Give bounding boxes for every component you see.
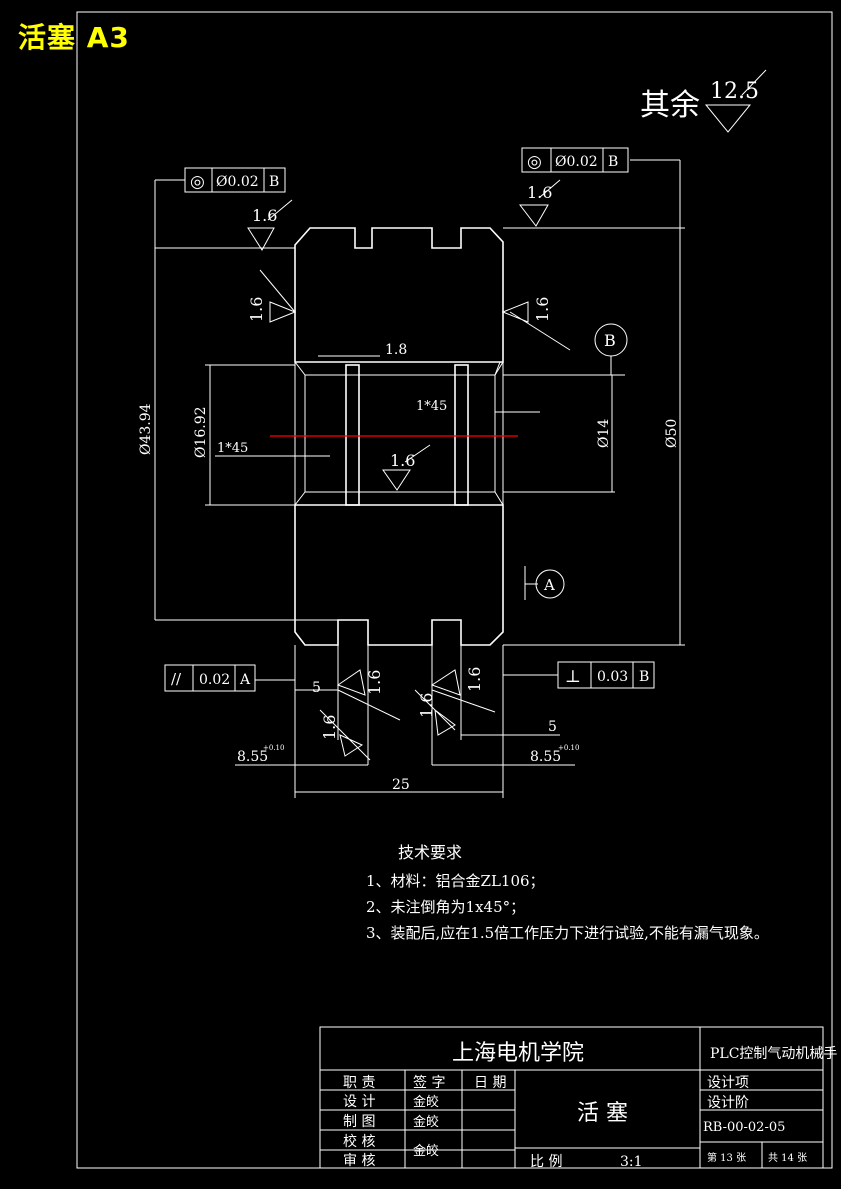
svg-text:1.6: 1.6	[320, 715, 339, 740]
project-name: PLC控制气动机械手	[710, 1046, 837, 1062]
svg-text:金皎: 金皎	[413, 1094, 439, 1110]
svg-text:◎: ◎	[190, 172, 205, 192]
dim-4394: Ø43.94	[138, 403, 154, 455]
datum-b-marker: B	[594, 323, 628, 357]
svg-text:职 责: 职 责	[343, 1075, 375, 1091]
scale-value: 3:1	[620, 1154, 643, 1170]
piston-section	[270, 227, 518, 646]
tech-item-3: 3、装配后,应在1.5倍工作压力下进行试验,不能有漏气现象。	[366, 924, 769, 942]
svg-text:1.6: 1.6	[390, 451, 415, 470]
svg-text:金皎: 金皎	[413, 1143, 439, 1159]
dim-right-5: 5	[548, 719, 557, 735]
svg-text:1.6: 1.6	[417, 693, 436, 718]
svg-text://: //	[171, 670, 182, 688]
dim-groove: 1.8	[385, 342, 407, 358]
svg-text:1.6: 1.6	[247, 297, 266, 322]
technical-requirements: 技术要求 1、材料：铝合金ZL106； 2、未注倒角为1x45°； 3、装配后,…	[366, 843, 769, 942]
tolerance-frame-top-right: ◎ Ø0.02 B	[521, 147, 629, 173]
roughness-labels: 1.6 1.6 1.6 1.6 1.6 1.6 1.6 1.6 1.6	[247, 183, 552, 740]
part-name: 活 塞	[577, 1101, 628, 1126]
svg-text:校 核: 校 核	[343, 1133, 375, 1150]
dim-1692: Ø16.92	[193, 406, 209, 458]
svg-text:1.6: 1.6	[533, 297, 552, 322]
dim-left-855-tol: +0.10	[263, 744, 284, 752]
svg-text:第 13 张: 第 13 张	[707, 1151, 746, 1164]
datum-a-marker: A	[535, 569, 565, 599]
svg-text:A: A	[543, 576, 555, 594]
svg-text:设计阶: 设计阶	[707, 1095, 749, 1111]
dim-total: 25	[392, 777, 410, 793]
dim-right-855-tol: +0.10	[558, 744, 579, 752]
svg-text:设 计: 设 计	[343, 1094, 375, 1110]
dimension-labels: Ø43.94 Ø16.92 Ø14 Ø50 1.8 1*45 1*45 5 5 …	[138, 342, 680, 793]
tolerance-frame-bottom-right: ⊥ 0.03 B	[557, 661, 655, 689]
dim-left-855: 8.55	[237, 749, 268, 765]
svg-text:比 例: 比 例	[530, 1154, 562, 1170]
tolerance-frame-bottom-left: // 0.02 A	[164, 664, 256, 692]
svg-text:A: A	[239, 672, 251, 688]
svg-text:设计项: 设计项	[707, 1075, 749, 1091]
svg-text:B: B	[269, 174, 279, 190]
svg-text:Ø0.02: Ø0.02	[555, 154, 598, 170]
groove-right	[454, 364, 469, 506]
general-roughness-note: 其余 12.5	[640, 69, 767, 133]
roughness-prefix: 其余	[640, 88, 700, 123]
svg-text:⊥: ⊥	[565, 667, 581, 687]
svg-text:签 字: 签 字	[413, 1074, 445, 1091]
svg-text:1.6: 1.6	[465, 667, 484, 692]
dim-chamfer-right: 1*45	[416, 399, 447, 414]
dim-left-5: 5	[312, 680, 321, 696]
svg-text:日 期: 日 期	[474, 1075, 506, 1091]
svg-text:共 14 张: 共 14 张	[768, 1152, 807, 1164]
dimension-lines	[154, 159, 685, 798]
roughness-value: 12.5	[710, 79, 759, 104]
school-name: 上海电机学院	[452, 1041, 584, 1066]
svg-text:B: B	[604, 331, 616, 350]
title-block	[319, 1026, 824, 1169]
svg-text:B: B	[639, 669, 649, 685]
svg-text:0.02: 0.02	[199, 672, 230, 688]
dim-right-855: 8.55	[530, 749, 561, 765]
svg-text:◎: ◎	[527, 152, 542, 172]
svg-text:Ø0.02: Ø0.02	[216, 174, 259, 190]
svg-text:0.03: 0.03	[597, 669, 628, 685]
dim-chamfer-left: 1*45	[217, 441, 248, 456]
svg-text:1.6: 1.6	[252, 206, 277, 225]
svg-text:审 核: 审 核	[343, 1153, 375, 1169]
svg-text:金皎: 金皎	[413, 1114, 439, 1130]
tolerance-frame-top-left: ◎ Ø0.02 B	[184, 167, 286, 193]
tech-title: 技术要求	[398, 843, 462, 862]
title-block-text: 上海电机学院 PLC控制气动机械手 职 责 签 字 日 期 设 计 制 图 校 …	[343, 1041, 837, 1170]
svg-text:B: B	[608, 154, 618, 170]
tech-item-1: 1、材料：铝合金ZL106；	[366, 872, 545, 890]
groove-left	[345, 364, 360, 506]
svg-text:1.6: 1.6	[527, 183, 552, 202]
dim-14: Ø14	[596, 419, 612, 448]
drawing-stamp: 活塞 A3	[18, 21, 130, 54]
drawing-number: RB-00-02-05	[703, 1120, 785, 1135]
surface-finish-marks	[247, 179, 571, 761]
dim-50: Ø50	[664, 419, 680, 448]
tech-item-2: 2、未注倒角为1x45°；	[366, 898, 525, 916]
svg-text:制 图: 制 图	[343, 1114, 375, 1130]
svg-text:1.6: 1.6	[365, 670, 384, 695]
